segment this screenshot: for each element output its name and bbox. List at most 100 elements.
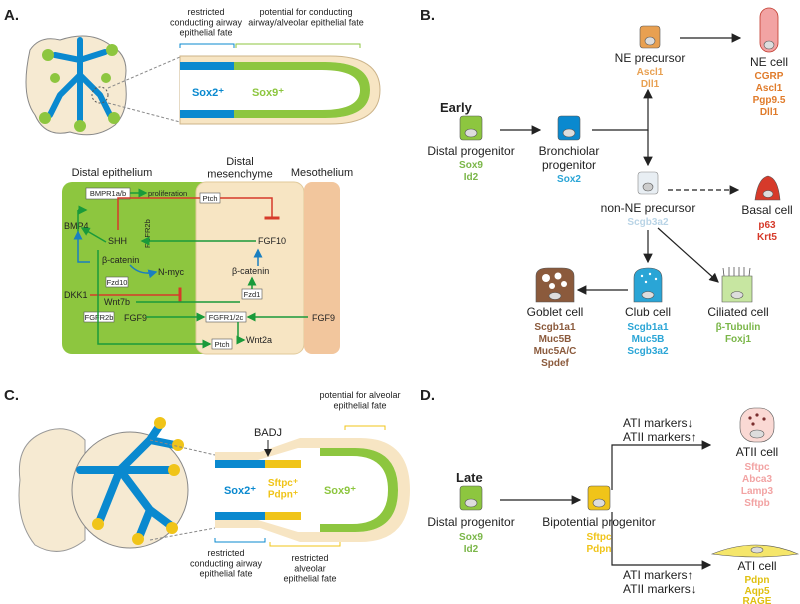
ciliated-marker-1: Foxj1	[725, 334, 752, 345]
distal-progenitor-cell-b	[459, 115, 483, 141]
distal-progenitor-cell-d	[459, 485, 483, 511]
distal-marker-b-1: Id2	[464, 172, 479, 183]
bmp4-label: BMP4	[64, 221, 89, 231]
non-ne-precursor-cell	[637, 171, 659, 195]
club-marker-2: Scgb3a2	[627, 346, 669, 357]
distal-marker-d-0: Sox9	[459, 532, 483, 543]
basal-cell	[754, 175, 781, 201]
atii-cell	[739, 407, 775, 443]
lung-sketch-a	[25, 35, 127, 136]
sox2-label-a: Sox2⁺	[192, 87, 224, 99]
club-cell-name: Club cell	[625, 305, 671, 319]
ne-precursor-name: NE precursor	[615, 51, 686, 65]
distal-progenitor-name-d: Distal progenitor	[427, 515, 514, 529]
ne-cell-name: NE cell	[750, 55, 788, 69]
bipotential-progenitor-cell	[587, 485, 611, 511]
bronchiolar-marker-0: Sox2	[557, 174, 581, 185]
ciliated-cell-name: Ciliated cell	[707, 305, 768, 319]
fgfr1-label: FGFR1/2c	[209, 313, 244, 322]
club-cell	[633, 267, 663, 303]
ciliated-cell	[721, 267, 753, 303]
goblet-marker-0: Scgb1a1	[534, 322, 576, 333]
basal-cell-name: Basal cell	[741, 203, 792, 217]
airway-tube-c	[215, 438, 410, 542]
upper-markers-label: ATI markers↓ATII markers↑	[623, 416, 697, 444]
goblet-marker-2: Muc5A/C	[534, 346, 577, 357]
ne-precursor-marker-0: Ascl1	[637, 67, 664, 78]
sftpc-pdpn-label-c: Sftpc⁺Pdpn⁺	[268, 478, 298, 501]
atii-marker-3: Sftpb	[744, 498, 770, 509]
ati-marker-1: Aqp5	[745, 586, 770, 597]
ne-cell-marker-3: Dll1	[760, 107, 779, 118]
atii-cell-name: ATII cell	[736, 445, 778, 459]
ne-cell-marker-2: Pgp9.5	[753, 95, 786, 106]
goblet-marker-3: Spdef	[541, 358, 569, 369]
non-ne-marker-0: Scgb3a2	[627, 217, 669, 228]
ptch-top-label: Ptch	[202, 194, 217, 203]
bipotential-marker-1: Pdpn	[587, 544, 612, 555]
sox9-label-c: Sox9⁺	[324, 485, 356, 497]
late-label: Late	[456, 470, 483, 485]
proliferation-label: proliferation	[148, 189, 187, 198]
ciliated-marker-0: β-Tubulin	[716, 322, 761, 333]
atii-marker-2: Lamp3	[741, 486, 774, 497]
wnt7b-label: Wnt7b	[104, 297, 130, 307]
ne-precursor-marker-1: Dll1	[641, 79, 660, 90]
atii-marker-1: Abca3	[742, 474, 772, 485]
distal-progenitor-name-b: Distal progenitor	[427, 144, 514, 158]
ne-cell-marker-1: Ascl1	[756, 83, 783, 94]
distal-marker-b-0: Sox9	[459, 160, 483, 171]
panel-c-label: C.	[4, 387, 19, 404]
ne-cell-marker-0: CGRP	[755, 71, 784, 82]
mesothelium-box	[304, 182, 340, 354]
bipotential-marker-0: Sftpc	[587, 532, 612, 543]
fgf10-label: FGF10	[258, 236, 286, 246]
panel-d-label: D.	[420, 387, 435, 404]
beta-catenin-left-label: β-catenin	[102, 255, 139, 265]
bmpr-label: BMPR1a/b	[90, 189, 126, 198]
mesothelium-label: Mesothelium	[291, 167, 353, 179]
distal-epithelium-box	[62, 182, 212, 354]
sox2-label-c: Sox2⁺	[224, 485, 256, 497]
airway-tube-a	[179, 55, 381, 125]
badj-label: BADJ	[254, 427, 282, 439]
basal-marker-1: Krt5	[757, 232, 777, 243]
goblet-cell-name: Goblet cell	[527, 305, 584, 319]
club-marker-0: Scgb1a1	[627, 322, 669, 333]
club-marker-1: Muc5B	[632, 334, 665, 345]
nmyc-label: N-myc	[158, 267, 184, 277]
fzd10-label: Fzd10	[107, 278, 128, 287]
shh-label: SHH	[108, 236, 127, 246]
basal-marker-0: p63	[758, 220, 776, 231]
wnt2a-label: Wnt2a	[246, 335, 272, 345]
ati-cell	[710, 544, 800, 558]
panel-b-label: B.	[420, 7, 435, 24]
fgfr2b-vertical-label: FGFR2b	[143, 219, 152, 248]
non-ne-precursor-name: non-NE precursor	[601, 201, 696, 215]
bipotential-progenitor-name: Bipotential progenitor	[542, 515, 655, 529]
fgfr2b-label: FGFR2b	[85, 313, 114, 322]
distal-epithelium-label: Distal epithelium	[72, 167, 153, 179]
atii-marker-0: Sftpc	[745, 462, 770, 473]
fgf9-right-label: FGF9	[312, 313, 335, 323]
ne-cell	[759, 7, 779, 53]
early-label: Early	[440, 100, 473, 115]
lung-sketch-c	[18, 417, 189, 552]
lower-markers-label: ATI markers↑ATII markers↓	[623, 568, 697, 596]
ati-cell-name: ATI cell	[737, 559, 776, 573]
fgf9-label: FGF9	[124, 313, 147, 323]
ne-precursor-cell	[639, 25, 661, 49]
ati-marker-0: Pdpn	[745, 575, 770, 586]
dkk1-label: DKK1	[64, 290, 88, 300]
ptch-bottom-label: Ptch	[214, 340, 229, 349]
beta-catenin-right-label: β-catenin	[232, 266, 269, 276]
signaling-network: BMPR1a/b proliferation Ptch BMP4 SHH FGF…	[64, 187, 335, 350]
